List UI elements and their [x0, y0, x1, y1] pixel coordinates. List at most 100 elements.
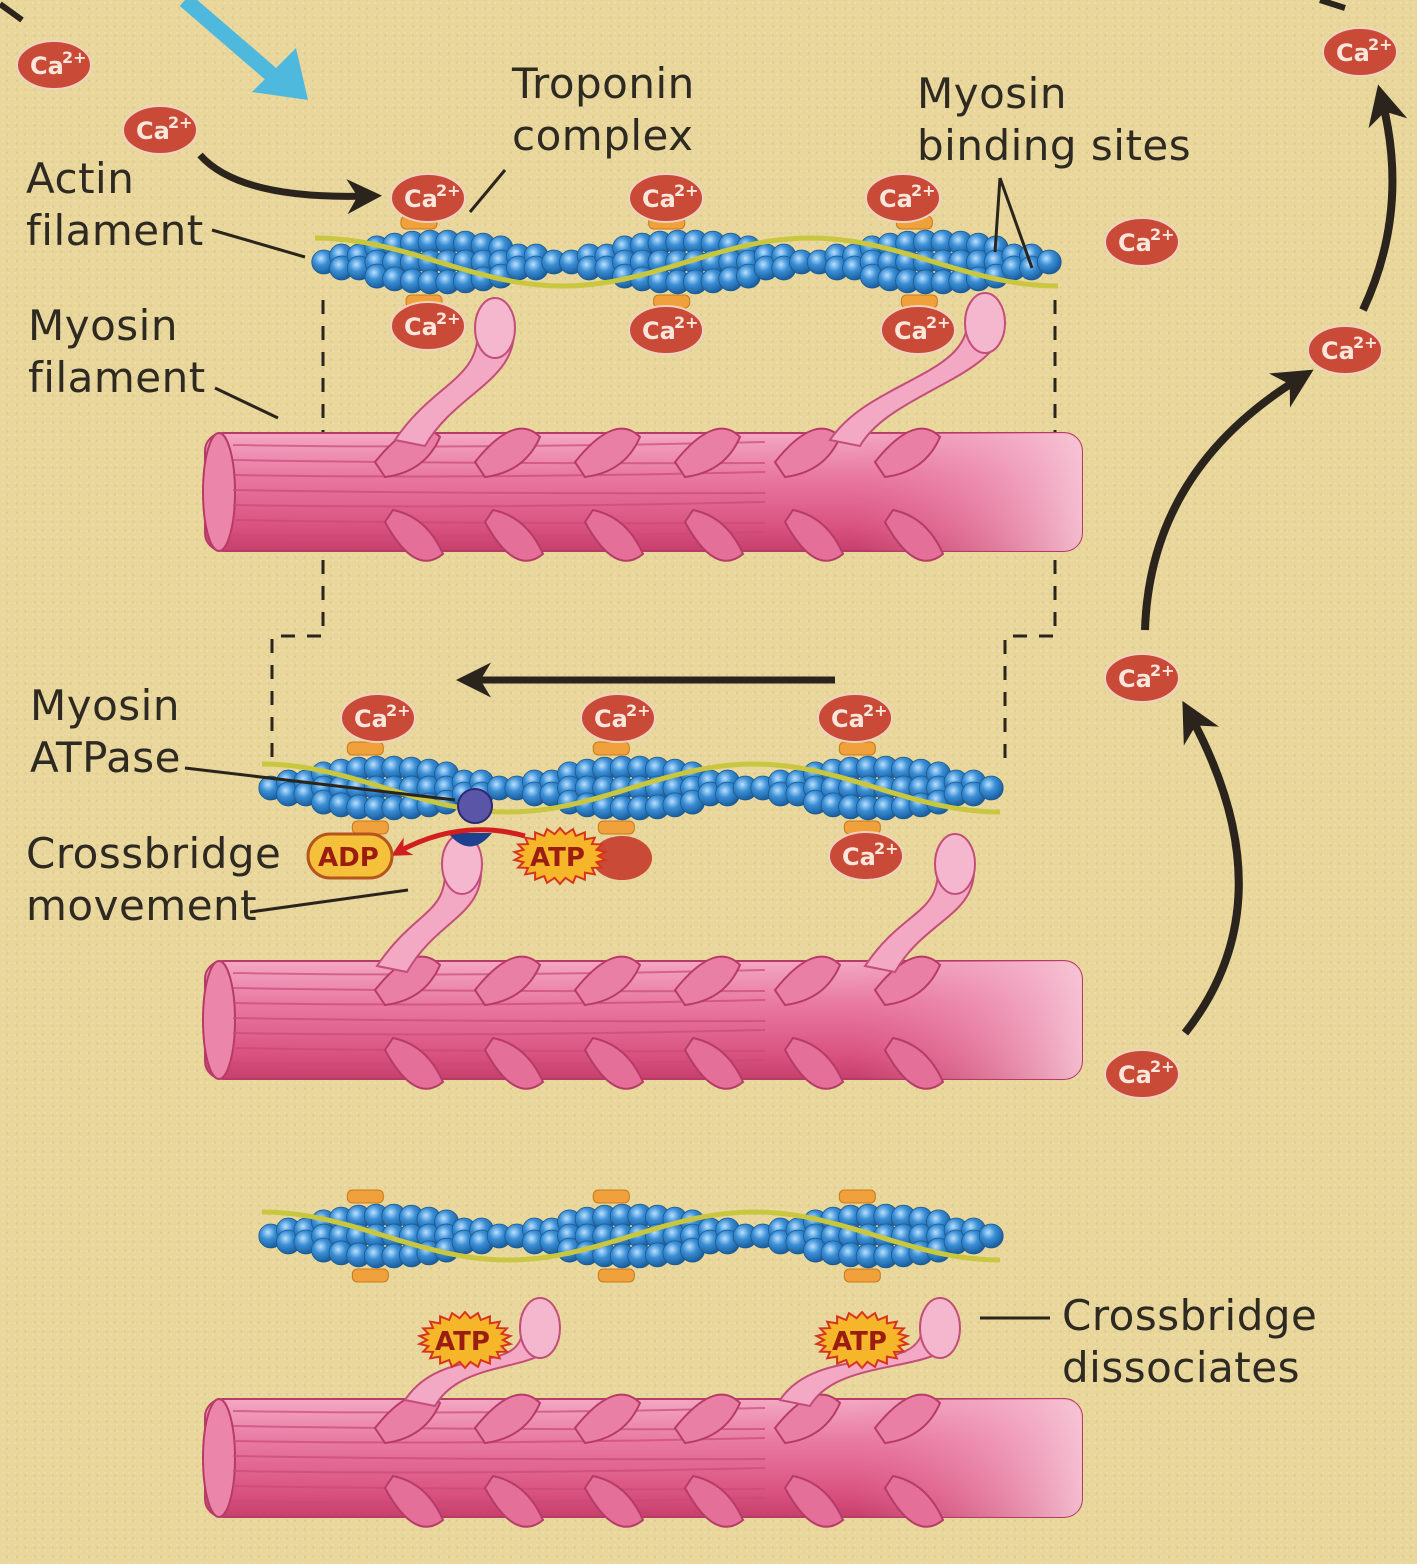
atp-marker-middle: ATP: [515, 828, 606, 884]
calcium-ion-charge: 2+: [1353, 333, 1378, 352]
calcium-ion: Ca2+: [1105, 1050, 1179, 1098]
ca-reuptake-arrow-lower: [1185, 715, 1239, 1033]
troponin-complex: [598, 821, 634, 834]
calcium-ion-label: Ca: [879, 185, 913, 213]
label-actin-filament: Actin filament: [26, 153, 204, 257]
label-crossbridge-dissociates: Crossbridge dissociates: [1062, 1290, 1317, 1394]
troponin-complex: [347, 742, 383, 755]
label-troponin-complex: Troponin complex: [512, 58, 695, 162]
myosin-atpase-site: [458, 789, 492, 823]
calcium-ion-label: Ca: [1321, 337, 1355, 365]
calcium-ion-charge: 2+: [386, 701, 411, 720]
nucleotide-label: ATP: [530, 843, 585, 873]
calcium-ion-label: Ca: [831, 705, 865, 733]
calcium-ion: Ca2+: [629, 306, 703, 354]
calcium-ion: Ca2+: [341, 694, 415, 742]
calcium-ion-charge: 2+: [1368, 35, 1393, 54]
calcium-ion-charge: 2+: [674, 313, 699, 332]
troponin-complex: [352, 1269, 388, 1282]
leader-actin-filament: [212, 230, 305, 257]
calcium-ion: Ca2+: [391, 302, 465, 350]
calcium-ion: Ca2+: [629, 174, 703, 222]
calcium-ion-label: Ca: [1118, 1061, 1152, 1089]
myosin-filament-bottom: [203, 1395, 1082, 1527]
calcium-ion-charge: 2+: [874, 839, 899, 858]
troponin-complex: [598, 1269, 634, 1282]
myosin-rod-end: [203, 1399, 235, 1517]
actin-filament-top: [312, 216, 1061, 308]
calcium-ion-label: Ca: [842, 843, 876, 871]
crossbridge-head: [520, 1298, 560, 1358]
adp-marker: ADP: [308, 834, 392, 878]
troponin-complex: [839, 1190, 875, 1203]
leader-troponin-complex: [470, 170, 505, 212]
actin-filament-bottom: [259, 1190, 1003, 1282]
calcium-ion-label: Ca: [354, 705, 388, 733]
troponin-complex: [839, 742, 875, 755]
troponin-complex: [352, 821, 388, 834]
calcium-ion-charge: 2+: [674, 181, 699, 200]
troponin-complex: [593, 742, 629, 755]
calcium-ion-label: Ca: [404, 313, 438, 341]
calcium-ion: Ca2+: [391, 174, 465, 222]
stimulus-arrow: [185, 0, 272, 75]
troponin-complex: [347, 1190, 383, 1203]
calcium-ion-charge: 2+: [1150, 661, 1175, 680]
calcium-ion-charge: 2+: [863, 701, 888, 720]
calcium-ion: Ca2+: [17, 41, 91, 89]
calcium-ion: Ca2+: [1323, 28, 1397, 76]
calcium-ion-charge: 2+: [926, 313, 951, 332]
crossbridge-head: [920, 1298, 960, 1358]
calcium-ion-charge: 2+: [436, 309, 461, 328]
label-myosin-filament: Myosin filament: [28, 300, 206, 404]
calcium-ion-charge: 2+: [626, 701, 651, 720]
calcium-ion-charge: 2+: [436, 181, 461, 200]
calcium-ion: Ca2+: [866, 174, 940, 222]
calcium-ion-charge: 2+: [911, 181, 936, 200]
troponin-complex: [593, 1190, 629, 1203]
top-left-arrow-tail: [0, 4, 22, 20]
calcium-ion-label: Ca: [894, 317, 928, 345]
actin-bead: [979, 1224, 1003, 1248]
calcium-ion-label: Ca: [136, 117, 170, 145]
nucleotide-label: ATP: [832, 1327, 887, 1357]
myosin-filament-top: [203, 429, 1082, 561]
myosin-filament-middle: [203, 957, 1082, 1089]
calcium-ion: Ca2+: [1308, 326, 1382, 374]
calcium-ion-charge: 2+: [1150, 225, 1175, 244]
leader-myosin-filament: [215, 388, 278, 418]
myosin-rod-end: [203, 961, 235, 1079]
nucleotide-label: ADP: [318, 843, 379, 873]
calcium-ion: Ca2+: [829, 832, 903, 880]
crossbridge-head: [475, 298, 515, 358]
ca-reuptake-arrow-upper: [1363, 100, 1392, 310]
calcium-ion-label: Ca: [1118, 665, 1152, 693]
actin-filament-middle: [259, 742, 1003, 834]
top-right-arrow-tail: [1320, 0, 1345, 8]
calcium-ion: Ca2+: [581, 694, 655, 742]
crossbridge-head: [935, 834, 975, 894]
myosin-rod-end: [203, 433, 235, 551]
calcium-ion-charge: 2+: [168, 113, 193, 132]
calcium-ion: Ca2+: [818, 694, 892, 742]
calcium-ion: Ca2+: [1105, 654, 1179, 702]
actin-bead: [1037, 250, 1061, 274]
calcium-ion-label: Ca: [642, 317, 676, 345]
calcium-ion-label: Ca: [404, 185, 438, 213]
calcium-ion-label: Ca: [1336, 39, 1370, 67]
calcium-ion: Ca2+: [881, 306, 955, 354]
calcium-ion-charge: 2+: [1150, 1057, 1175, 1076]
calcium-ion-label: Ca: [1118, 229, 1152, 257]
calcium-ion: Ca2+: [123, 106, 197, 154]
label-myosin-binding-sites: Myosin binding sites: [917, 68, 1191, 172]
calcium-ion-charge: 2+: [62, 48, 87, 67]
label-myosin-atpase: Myosin ATPase: [30, 680, 181, 784]
actin-bead: [979, 776, 1003, 800]
ca-reuptake-arrow-middle: [1145, 378, 1300, 630]
calcium-ion-label: Ca: [30, 52, 64, 80]
label-crossbridge-movement: Crossbridge movement: [26, 828, 281, 932]
nucleotide-label: ATP: [435, 1327, 490, 1357]
crossbridge-head: [965, 293, 1005, 353]
calcium-ion-label: Ca: [642, 185, 676, 213]
